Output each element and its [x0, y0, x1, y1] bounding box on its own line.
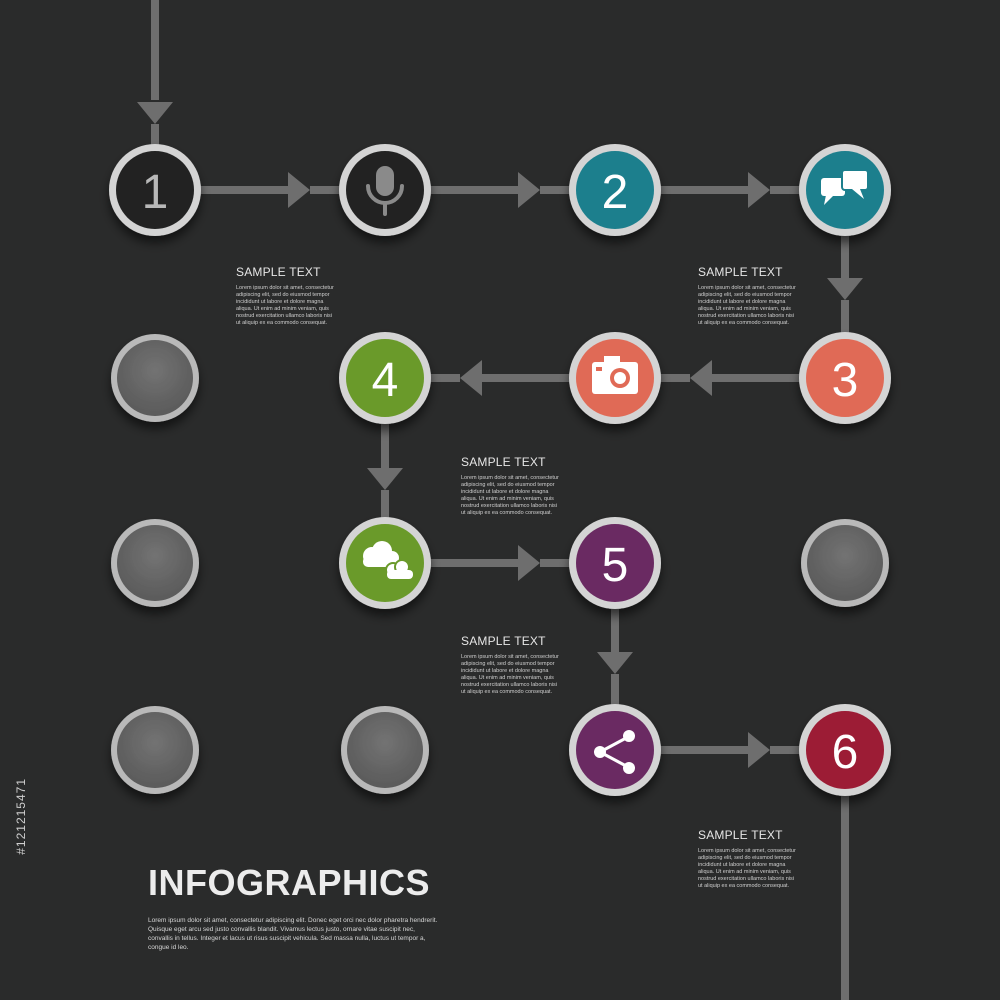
- arrowhead: [827, 278, 863, 300]
- microphone-icon: [366, 166, 404, 216]
- step-6-number: 6: [832, 726, 859, 779]
- step-6-circle: 6: [799, 704, 891, 796]
- step-chat-circle: [799, 144, 891, 236]
- inactive-circle: [801, 519, 889, 607]
- arrowhead: [690, 360, 712, 396]
- step-2-number: 2: [602, 166, 629, 219]
- arrowhead: [367, 468, 403, 490]
- arrowhead: [288, 172, 310, 208]
- infographics-body: Lorem ipsum dolor sit amet, consectetur …: [148, 917, 438, 951]
- step-3-circle: 3: [799, 332, 891, 424]
- inactive-circle: [111, 334, 199, 422]
- step-4-number: 4: [372, 354, 399, 407]
- note-body: Lorem ipsum dolor sit amet, consectetur …: [698, 848, 796, 889]
- step-2-circle: 2: [569, 144, 661, 236]
- chat-bubbles-icon: [821, 169, 869, 205]
- note-body: Lorem ipsum dolor sit amet, consectetur …: [461, 654, 559, 695]
- arrowhead: [597, 652, 633, 674]
- note-title: SAMPLE TEXT: [461, 455, 546, 469]
- arrowhead: [518, 545, 540, 581]
- step-4-circle: 4: [339, 332, 431, 424]
- camera-icon: [592, 356, 638, 394]
- inactive-circle: [111, 519, 199, 607]
- flow-arrows: [137, 0, 863, 1000]
- infographics-title: INFOGRAPHICS: [148, 862, 431, 903]
- share-icon: [594, 730, 635, 774]
- note-body: Lorem ipsum dolor sit amet, consectetur …: [236, 285, 334, 326]
- note-title: SAMPLE TEXT: [698, 828, 783, 842]
- inactive-circle: [341, 706, 429, 794]
- step-3-number: 3: [832, 354, 859, 407]
- step-1-circle: 1: [109, 144, 201, 236]
- step-share-circle: [569, 704, 661, 796]
- step-cloud-circle: [339, 517, 431, 609]
- clouds-icon: [363, 541, 413, 579]
- step-5-number: 5: [602, 539, 629, 592]
- arrowhead: [748, 172, 770, 208]
- stock-id-label: #121215471: [14, 778, 28, 855]
- note-title: SAMPLE TEXT: [236, 265, 321, 279]
- step-camera-circle: [569, 332, 661, 424]
- arrowhead: [137, 102, 173, 124]
- step-5-circle: 5: [569, 517, 661, 609]
- note-title: SAMPLE TEXT: [461, 634, 546, 648]
- note-body: Lorem ipsum dolor sit amet, consectetur …: [461, 475, 559, 516]
- step-1-number: 1: [142, 166, 169, 219]
- note-body: Lorem ipsum dolor sit amet, consectetur …: [698, 285, 796, 326]
- note-title: SAMPLE TEXT: [698, 265, 783, 279]
- step-mic-circle: [339, 144, 431, 236]
- arrowhead: [460, 360, 482, 396]
- arrowhead: [518, 172, 540, 208]
- inactive-circle: [111, 706, 199, 794]
- arrowhead: [748, 732, 770, 768]
